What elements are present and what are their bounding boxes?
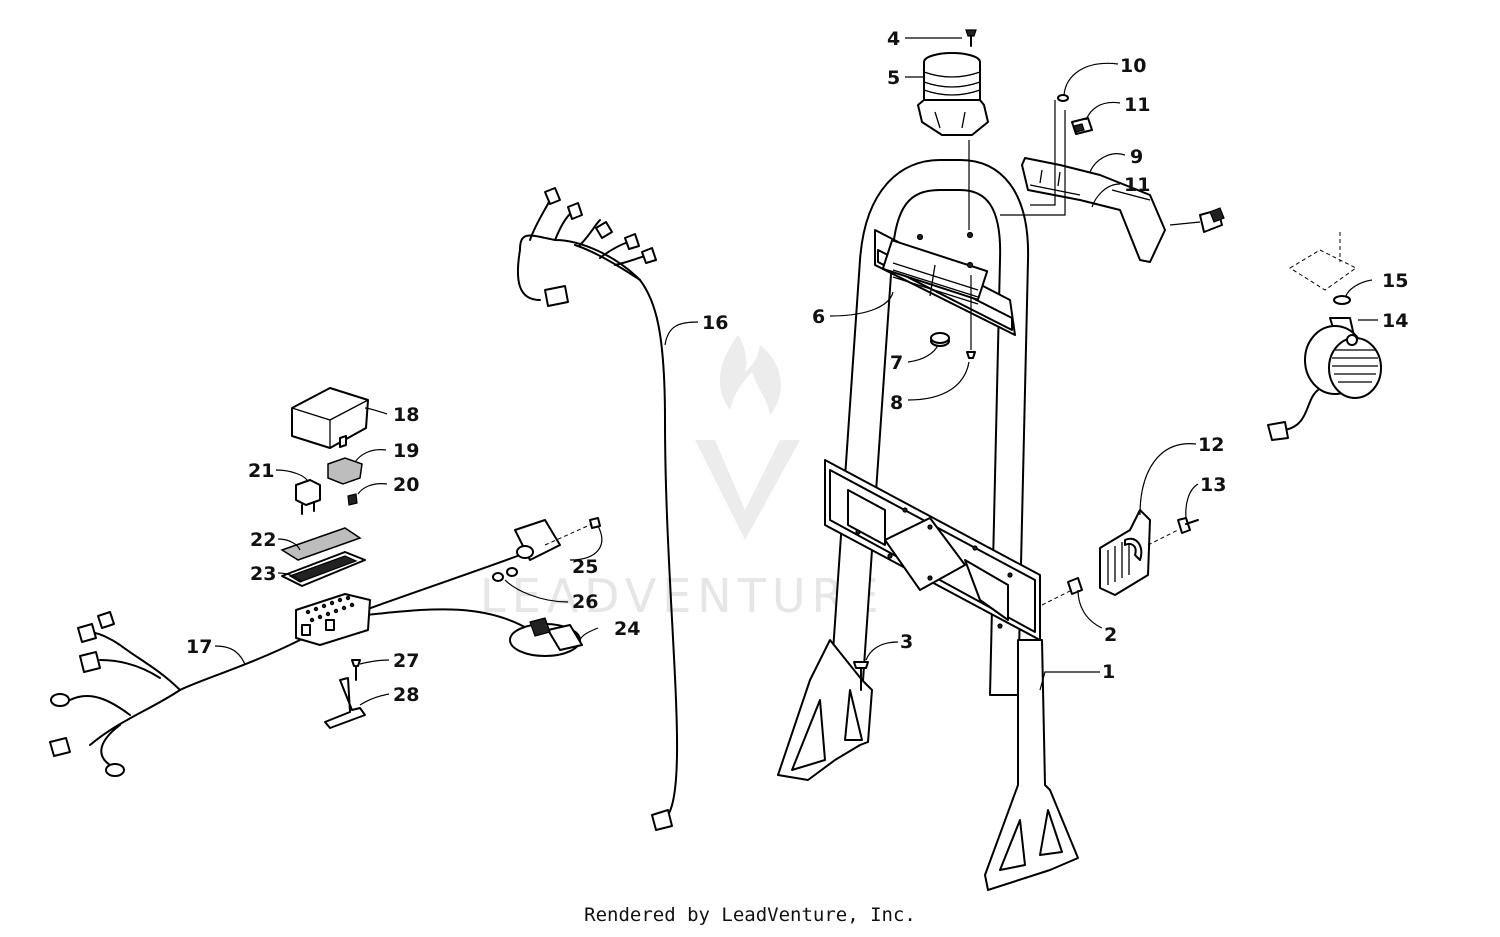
callout-13: 13	[1200, 474, 1226, 496]
part-4-screw	[965, 29, 977, 47]
callout-25: 25	[572, 556, 598, 578]
callout-3: 3	[900, 631, 913, 653]
callout-labels: 1 2 3 4 5 6 7 8 9 10 11 11 12 13 14 15 1…	[186, 28, 1408, 706]
part-9-bracket	[1000, 100, 1166, 263]
callout-8: 8	[890, 392, 903, 414]
callout-14: 14	[1382, 310, 1408, 332]
part-12-clamp	[1099, 509, 1179, 596]
callout-26: 26	[572, 591, 598, 613]
part-20-fuse	[347, 493, 358, 506]
part-24-light	[509, 617, 583, 657]
part-28-bracket	[324, 677, 366, 729]
callout-23: 23	[250, 563, 276, 585]
callout-2: 2	[1104, 624, 1117, 646]
part-10-screw	[1057, 94, 1069, 102]
part-7-grommet	[930, 332, 950, 347]
callout-9: 9	[1130, 146, 1143, 168]
callout-1: 1	[1102, 661, 1115, 683]
callout-28: 28	[393, 684, 419, 706]
part-1-rollbar-frame	[777, 159, 1079, 891]
callout-11-top: 11	[1124, 94, 1150, 116]
part-22-seal	[280, 527, 362, 561]
callout-5: 5	[887, 67, 900, 89]
callout-10: 10	[1120, 55, 1146, 77]
callout-22: 22	[250, 529, 276, 551]
part-21-relay	[295, 479, 321, 515]
callout-18: 18	[393, 404, 419, 426]
part-3-bolt	[853, 661, 869, 691]
callout-19: 19	[393, 440, 419, 462]
part-19-relay	[327, 457, 363, 485]
callout-15: 15	[1382, 270, 1408, 292]
callout-7: 7	[890, 352, 903, 374]
callout-17: 17	[186, 636, 212, 658]
part-14-work-light	[1267, 317, 1382, 441]
part-18-fuse-cover	[291, 387, 369, 449]
callout-24: 24	[614, 618, 640, 640]
callout-12: 12	[1198, 434, 1224, 456]
callout-27: 27	[393, 650, 419, 672]
part-13-bolt	[1177, 517, 1199, 534]
part-17-harness	[49, 554, 531, 777]
part-8-screw	[966, 275, 976, 359]
part-23-gasket	[281, 551, 366, 587]
callout-16: 16	[702, 312, 728, 334]
footer-credit: Rendered by LeadVenture, Inc.	[584, 904, 916, 926]
part-11-switch-top	[1071, 117, 1093, 135]
watermark: LEADVENTURE	[480, 335, 885, 623]
callout-21: 21	[248, 460, 274, 482]
callout-6: 6	[812, 306, 825, 328]
part-27-screw	[351, 659, 361, 681]
callout-4: 4	[887, 28, 900, 50]
part-16-harness	[516, 187, 679, 831]
callout-20: 20	[393, 474, 419, 496]
power-socket	[514, 519, 593, 561]
part-2-nut	[1041, 577, 1083, 606]
callout-11-side: 11	[1124, 174, 1150, 196]
watermark-text: LEADVENTURE	[480, 569, 885, 623]
part-25-screw	[589, 517, 601, 529]
part-11-switch-side	[1169, 207, 1225, 233]
part-15-mount-plate	[1289, 232, 1357, 305]
part-26-washer	[492, 567, 518, 582]
leader-lines	[214, 37, 1378, 706]
part-5-beacon-light	[917, 52, 989, 230]
